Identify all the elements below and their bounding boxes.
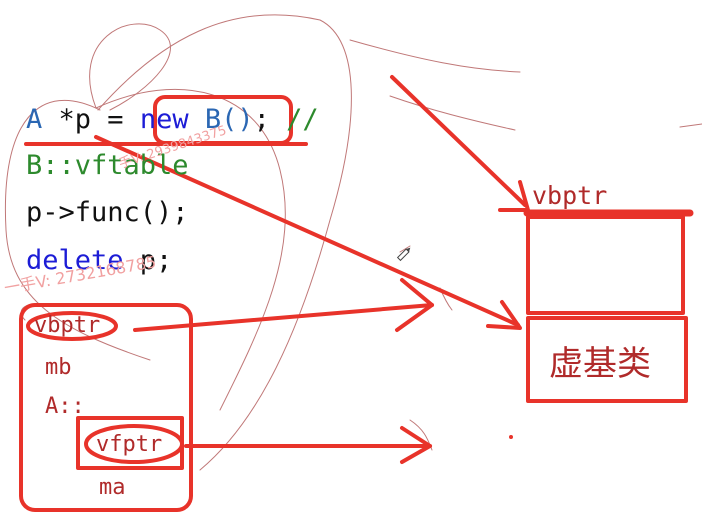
layout-mb-label: mb	[45, 355, 72, 380]
code-semicolon: ;	[253, 104, 270, 135]
virtual-base-label: 虚基类	[549, 344, 651, 384]
code-line-1: A *p = new B(); //	[26, 106, 319, 133]
arrow-to-virtual-base-head	[486, 300, 522, 330]
code-line-4: delete p;	[26, 247, 172, 274]
marker-strokes	[19, 75, 694, 512]
vbptr-arrow-head	[395, 278, 434, 332]
code-line-2: B::vftable	[26, 150, 189, 181]
vfptr-arrow-head	[400, 426, 432, 464]
pencil-icon	[396, 247, 411, 262]
stray-dot	[509, 435, 513, 439]
right-box-upper-cell	[526, 215, 685, 315]
layout-vfptr-label: vfptr	[96, 432, 163, 457]
right-box-virtual-base-cell	[526, 316, 688, 403]
code-type-a: A	[26, 104, 43, 135]
code-keyword-delete: delete	[26, 245, 124, 276]
code-pointer-p: *p	[42, 104, 92, 135]
code-comment: //	[269, 104, 319, 135]
pencil-strokes	[4, 14, 702, 471]
vbptr-arrow-shaft	[133, 303, 434, 332]
code-assign: =	[91, 104, 140, 135]
vfptr-circle	[84, 424, 184, 464]
arrow-to-virtual-base-shaft	[94, 135, 520, 327]
code-delete-operand: p;	[123, 245, 173, 276]
right-vbptr-label: vbptr	[532, 181, 608, 210]
arrow-to-vbptr-shaft	[390, 75, 527, 207]
vbptr-circle	[26, 311, 118, 341]
code-line-3: p->func();	[26, 197, 189, 228]
object-layout-box	[19, 303, 193, 512]
layout-vbptr-label: vbptr	[34, 313, 101, 338]
layout-a-scope-label: A::	[45, 394, 85, 419]
code-keyword-new: new	[139, 104, 189, 135]
code-ctor-b: B()	[188, 104, 254, 135]
layout-ma-label: ma	[99, 475, 126, 500]
